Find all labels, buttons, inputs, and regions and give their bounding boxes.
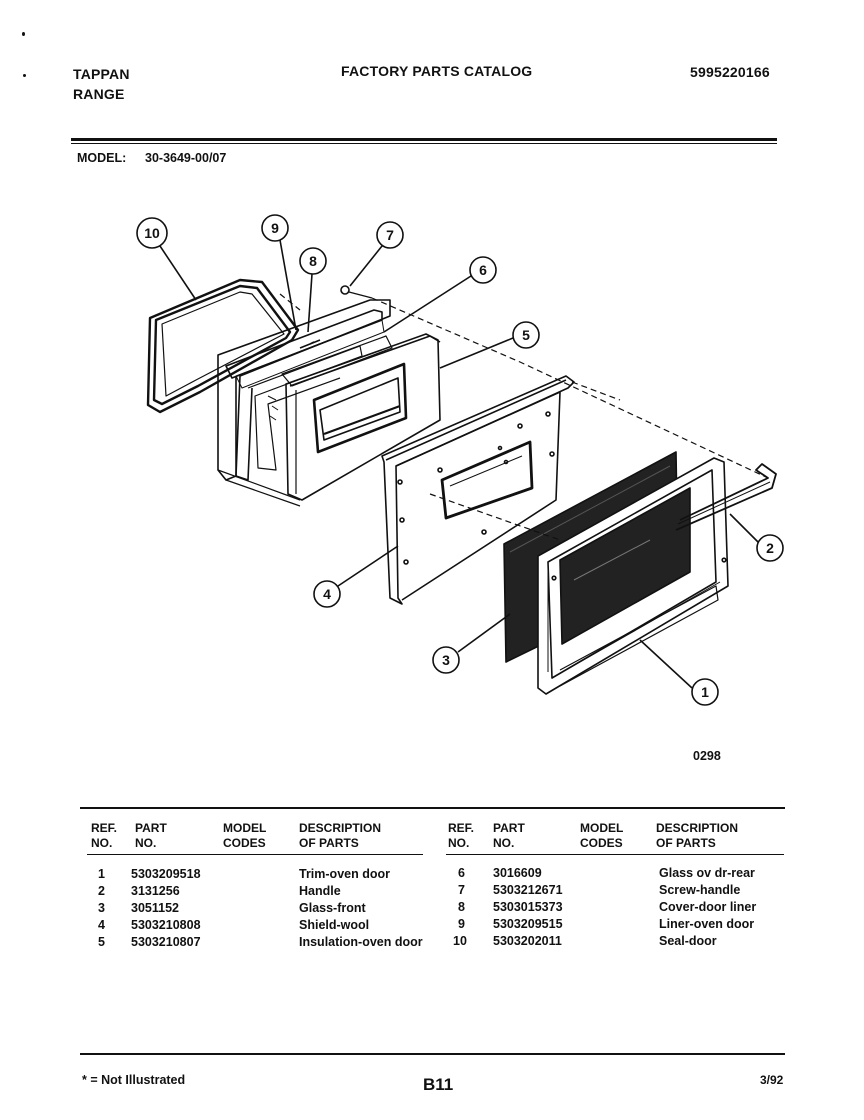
callout-label: 9 (271, 220, 279, 236)
footer-rule (80, 1053, 785, 1055)
figure-code: 0298 (693, 749, 721, 763)
part-number-cell: 5303015373 (493, 900, 563, 914)
catalog-number: 5995220166 (690, 64, 770, 80)
ref-cell: 7 (458, 883, 465, 897)
part-number-cell: 5303209518 (131, 867, 201, 881)
brand-line-2: RANGE (73, 86, 125, 102)
description-cell: Trim-oven door (299, 867, 390, 881)
callout-3 (432, 613, 511, 674)
description-cell: Liner-oven door (659, 917, 755, 931)
revision-date: 3/92 (760, 1073, 784, 1087)
description-cell: Seal-door (659, 934, 717, 948)
callout-6 (383, 256, 497, 333)
col-ref-header: REF. NO. (91, 821, 118, 850)
ref-cell: 9 (458, 917, 465, 931)
exploded-parts-diagram: 1 2 3 4 5 6 7 8 9 10 0298 (136, 214, 784, 763)
description-cell: Insulation-oven door (299, 935, 423, 949)
ref-cell: 2 (98, 884, 105, 898)
part-number-cell: 3051152 (131, 901, 179, 915)
col-part-header-right: PART NO. (493, 821, 525, 850)
model-label: MODEL: (77, 151, 127, 165)
callout-label: 3 (442, 652, 450, 668)
ref-cell: 5 (98, 935, 105, 949)
callout-4 (313, 545, 399, 608)
table-top-rule (80, 807, 785, 809)
part-screw-handle (340, 285, 373, 299)
description-cell: Glass-front (299, 901, 366, 915)
ref-cell: 3 (98, 901, 105, 915)
page-number: B11 (423, 1075, 454, 1094)
description-cell: Shield-wool (299, 918, 370, 932)
part-insulation-oven-door (285, 333, 441, 501)
ref-cell: 6 (458, 866, 465, 880)
ref-cell: 8 (458, 900, 465, 914)
part-seal-door (146, 278, 300, 414)
part-trim-oven-door (537, 457, 729, 695)
ref-cell: 1 (98, 867, 105, 881)
header-rule-thick (71, 138, 777, 141)
header-rule-thin (71, 143, 777, 144)
col-desc-header: DESCRIPTION OF PARTS (299, 821, 382, 850)
callout-label: 7 (386, 227, 394, 243)
callout-label: 5 (522, 327, 530, 343)
model-number: 30-3649-00/07 (145, 151, 227, 165)
col-model-header-right: MODEL CODES (580, 821, 624, 850)
brand-line-1: TAPPAN (73, 66, 130, 82)
description-cell: Glass ov dr-rear (659, 866, 755, 880)
header-underline-right (446, 854, 784, 855)
part-liner-oven-door (217, 299, 391, 507)
callout-label: 2 (766, 540, 774, 556)
scan-speck (22, 32, 25, 36)
col-part-header: PART NO. (135, 821, 167, 850)
callout-label: 8 (309, 253, 317, 269)
scan-speck (23, 74, 26, 77)
callout-2 (729, 513, 784, 562)
part-number-cell: 5303210808 (131, 918, 201, 932)
part-number-cell: 5303210807 (131, 935, 201, 949)
callout-5 (439, 321, 540, 369)
part-number-cell: 5303209515 (493, 917, 563, 931)
callout-label: 10 (144, 225, 160, 241)
ref-cell: 10 (453, 934, 467, 948)
description-cell: Screw-handle (659, 883, 741, 897)
catalog-title: FACTORY PARTS CATALOG (341, 63, 533, 79)
col-model-header: MODEL CODES (223, 821, 267, 850)
part-number-cell: 3131256 (131, 884, 180, 898)
description-cell: Handle (299, 884, 341, 898)
callout-label: 1 (701, 684, 709, 700)
callout-label: 4 (323, 586, 331, 602)
col-ref-header-right: REF. NO. (448, 821, 475, 850)
callout-8 (299, 247, 327, 333)
callout-9 (261, 214, 297, 331)
description-cell: Cover-door liner (659, 900, 757, 914)
part-number-cell: 5303202011 (493, 934, 562, 948)
part-cover-door-liner (281, 335, 393, 387)
part-number-cell: 5303212671 (493, 883, 563, 897)
callout-1 (639, 639, 719, 706)
callout-7 (349, 221, 404, 287)
header-underline-left (87, 854, 423, 855)
ref-cell: 4 (98, 918, 105, 932)
part-shield-wool (381, 375, 575, 605)
callout-10 (136, 217, 197, 301)
part-number-cell: 3016609 (493, 866, 542, 880)
col-desc-header-right: DESCRIPTION OF PARTS (656, 821, 739, 850)
callout-label: 6 (479, 262, 487, 278)
not-illustrated-note: * = Not Illustrated (82, 1073, 186, 1087)
